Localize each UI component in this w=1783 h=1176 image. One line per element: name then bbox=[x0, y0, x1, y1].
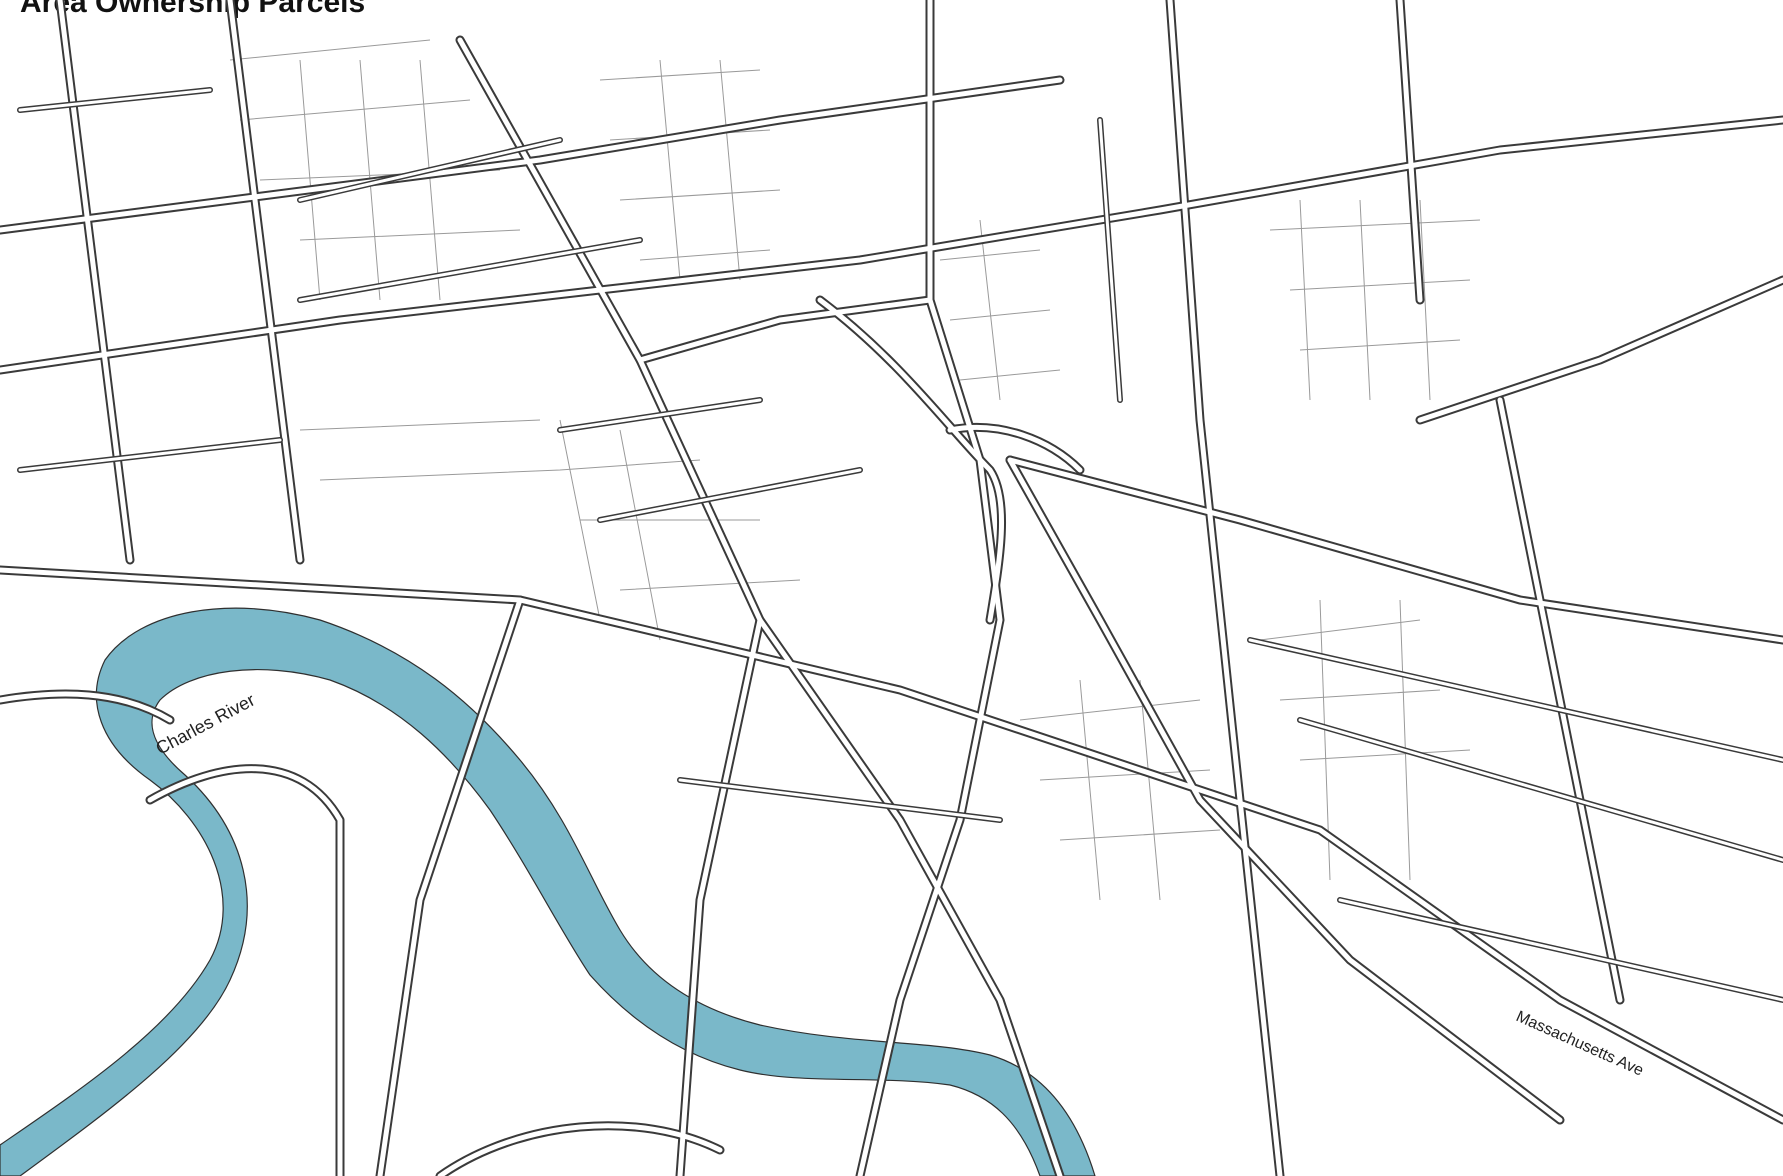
avenue-label: Massachusetts Ave bbox=[1513, 1008, 1646, 1080]
minor-streets bbox=[17, 87, 1783, 1003]
map-title: Area Ownership Parcels bbox=[20, 0, 366, 19]
charles-river bbox=[0, 607, 1096, 1176]
